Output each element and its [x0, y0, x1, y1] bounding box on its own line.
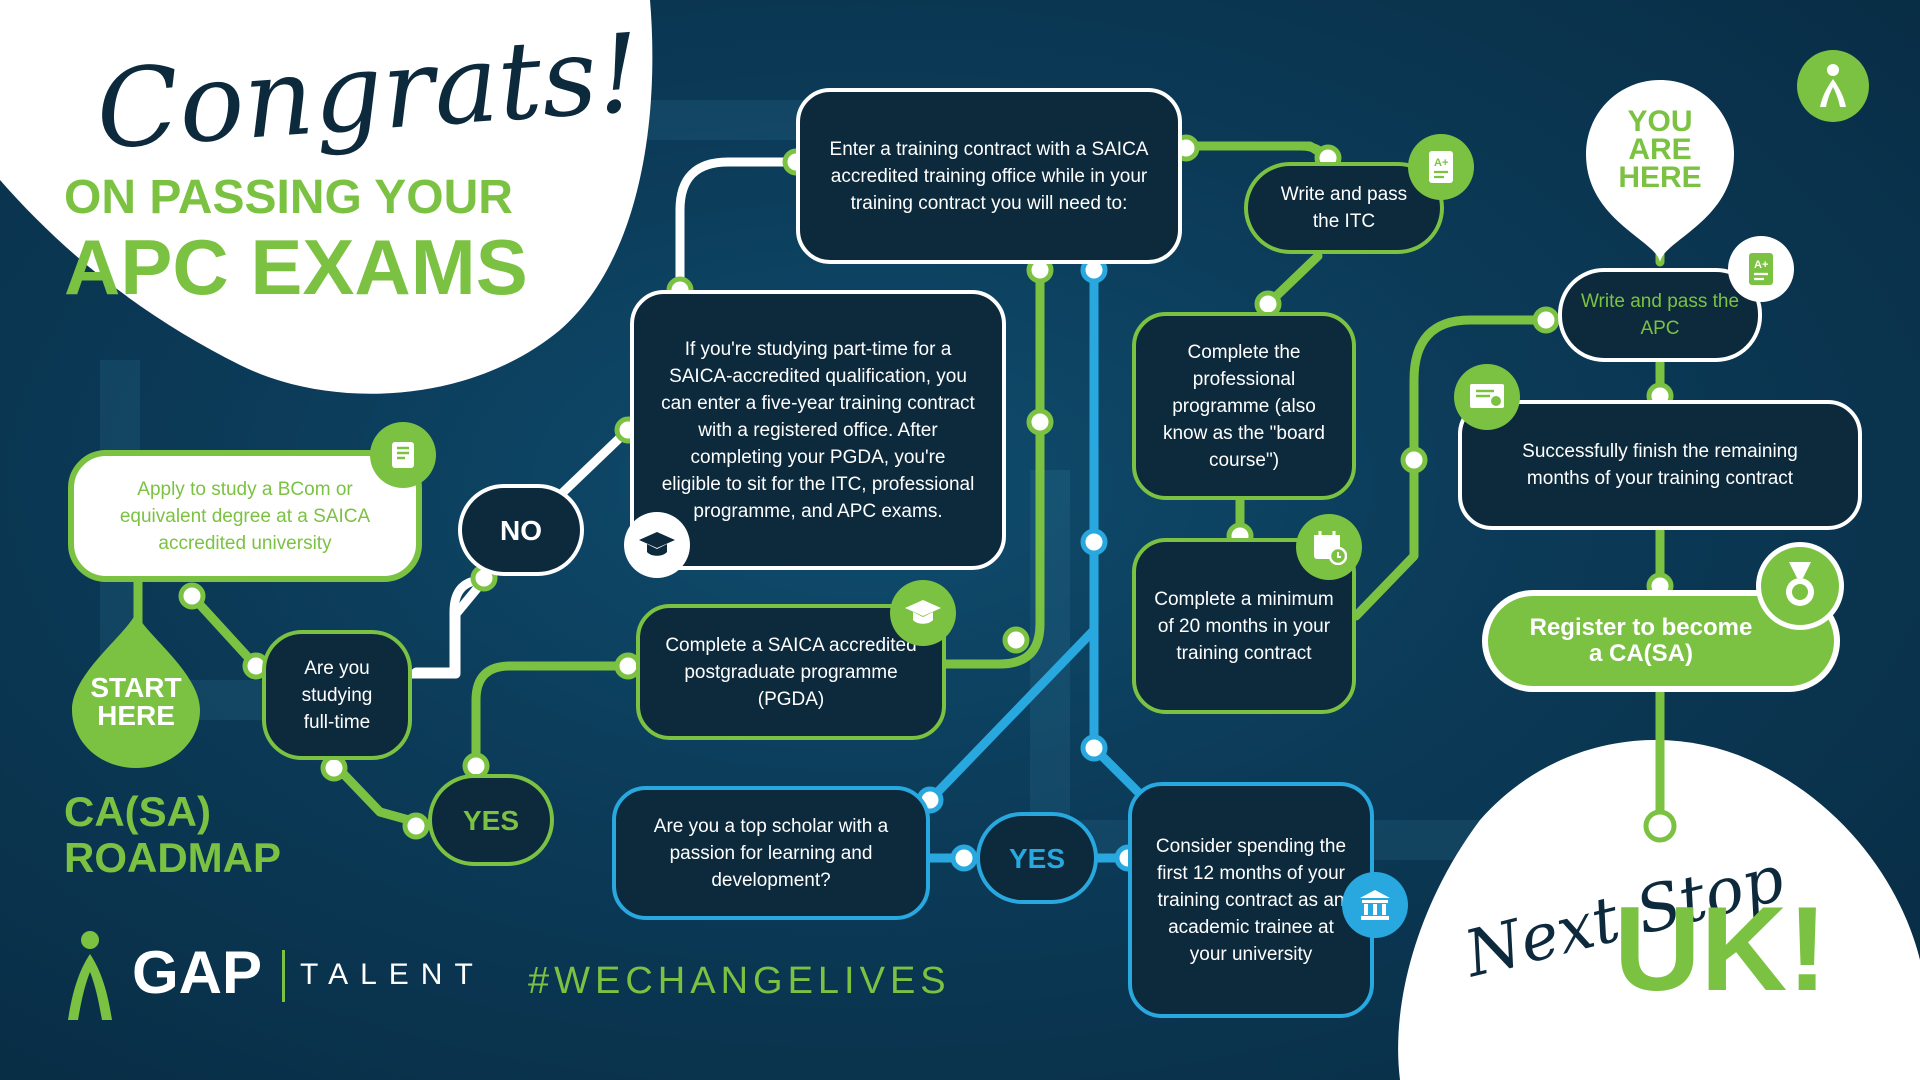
- university-icon: [1342, 872, 1408, 938]
- node-training-contract: Enter a training contract with a SAICA a…: [796, 88, 1182, 264]
- talent-wordmark: TALENT: [300, 958, 485, 991]
- you-are-here-label: YOU ARE HERE: [1618, 105, 1702, 194]
- svg-text:A+: A+: [1434, 157, 1448, 169]
- node-register-casa: Register to become a CA(SA): [1482, 590, 1840, 692]
- gap-logo-icon: [1797, 50, 1869, 122]
- you-are-here-pin: YOU ARE HERE: [1586, 80, 1734, 262]
- start-here-pin: START HERE: [72, 612, 200, 768]
- node-write-apc: Write and pass the APC: [1558, 268, 1762, 362]
- node-yes-scholar: YES: [976, 812, 1098, 904]
- node-academic-trainee: Consider spending the first 12 months of…: [1128, 782, 1374, 1018]
- medal-icon: [1756, 542, 1844, 630]
- certificate-icon: [1454, 364, 1520, 430]
- gap-wordmark: GAP: [132, 939, 263, 1006]
- node-part-time-info: If you're studying part-time for a SAICA…: [630, 290, 1006, 570]
- gap-brand-logo: GAP TALENT: [64, 931, 485, 1020]
- exam-paper-icon: A+: [1728, 236, 1794, 302]
- node-twenty-months: Complete a minimum of 20 months in your …: [1132, 538, 1356, 714]
- node-professional-programme: Complete the professional programme (als…: [1132, 312, 1356, 500]
- header-line-2: APC EXAMS: [64, 223, 528, 311]
- hashtag: #WECHANGELIVES: [528, 960, 951, 1002]
- header-blob: [0, 0, 653, 394]
- uk-label: UK!: [1614, 882, 1828, 1016]
- book-icon: [370, 422, 436, 488]
- header-line-1: ON PASSING YOUR: [64, 171, 513, 224]
- footer-blob: [1398, 740, 1920, 1080]
- svg-text:A+: A+: [1754, 259, 1768, 271]
- node-yes-fulltime: YES: [428, 774, 554, 866]
- graduation-cap-icon: [890, 580, 956, 646]
- node-no: NO: [458, 484, 584, 576]
- node-finish-contract: Successfully finish the remaining months…: [1458, 400, 1862, 530]
- node-pgda: Complete a SAICA accredited postgraduate…: [636, 604, 946, 740]
- calendar-icon: [1296, 514, 1362, 580]
- roadmap-label-line-2: ROADMAP: [64, 834, 281, 881]
- gap-figure-icon: [68, 931, 112, 1020]
- exam-paper-icon: A+: [1408, 134, 1474, 200]
- node-top-scholar: Are you a top scholar with a passion for…: [612, 786, 930, 920]
- node-studying-fulltime: Are you studying full-time: [262, 630, 412, 760]
- graduation-cap-icon: [624, 512, 690, 578]
- roadmap-label-line-1: CA(SA): [64, 788, 211, 835]
- node-apply-bcom: Apply to study a BCom or equivalent degr…: [68, 450, 422, 582]
- start-here-label: START HERE: [90, 672, 182, 731]
- brand-divider: [282, 950, 285, 1002]
